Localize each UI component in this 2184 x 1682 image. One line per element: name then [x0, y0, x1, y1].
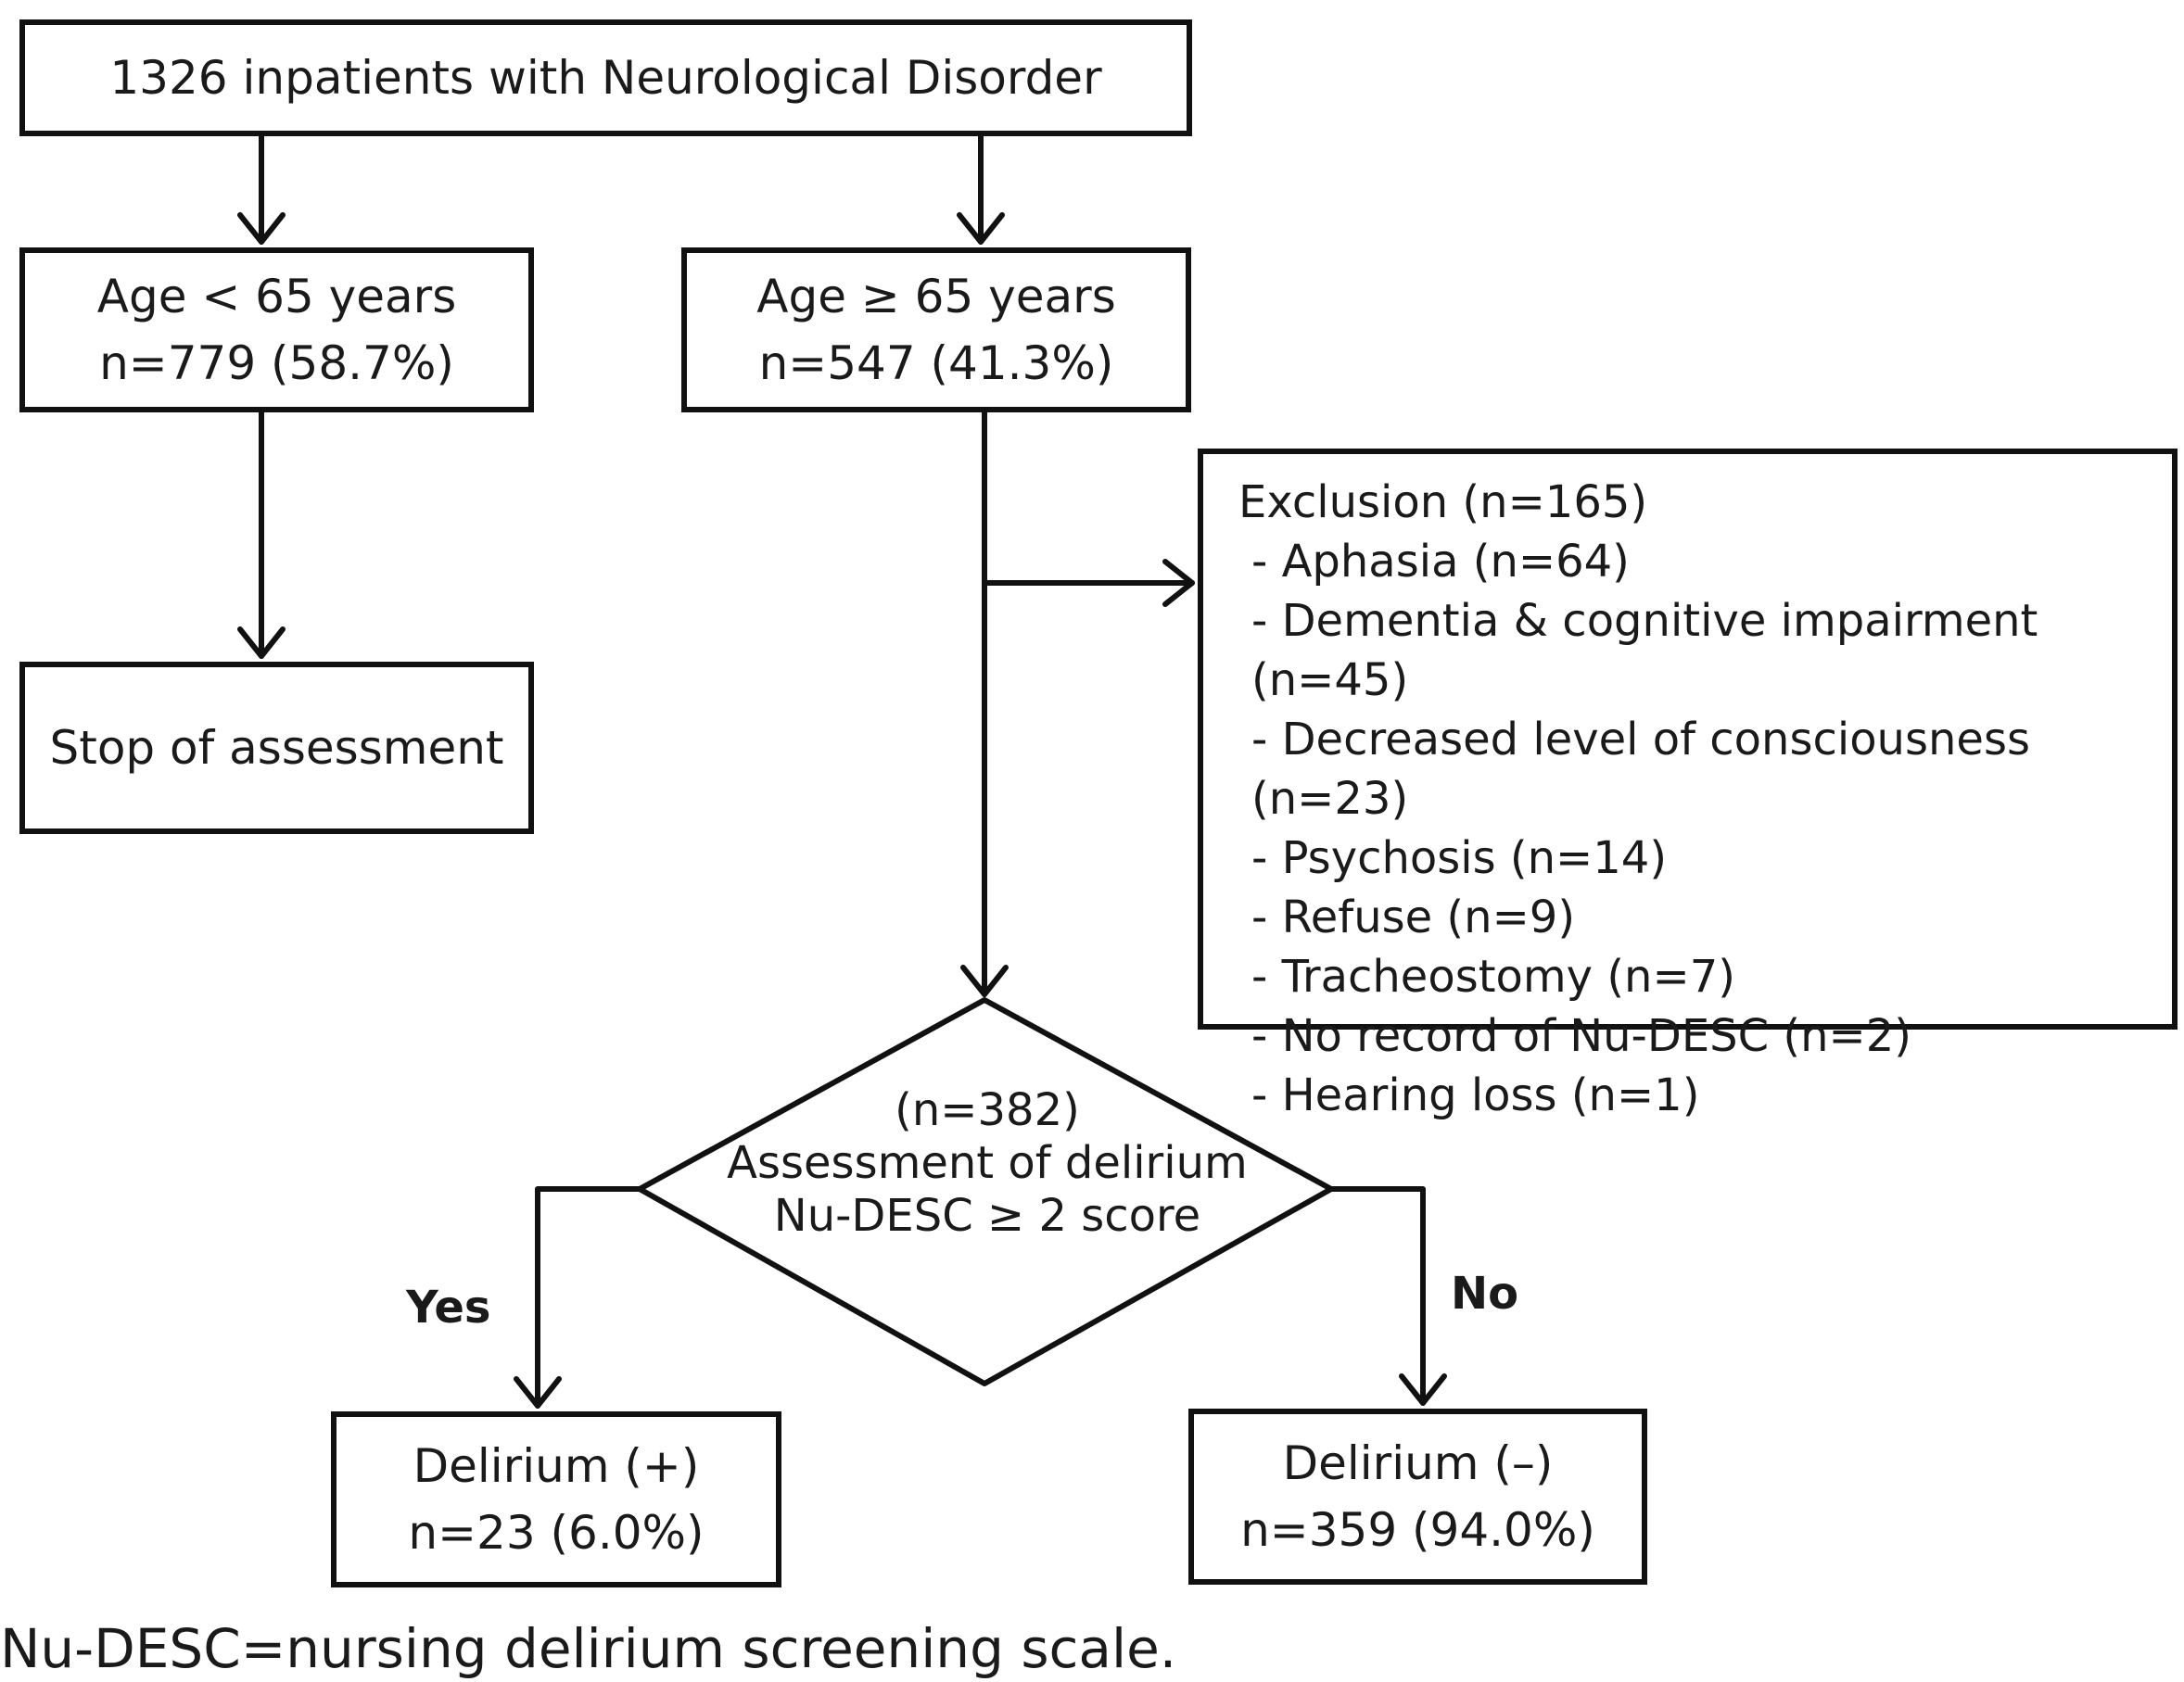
stop-assessment-label: Stop of assessment — [49, 720, 504, 775]
age-65-plus-label: Age ≥ 65 years — [756, 269, 1116, 323]
age-under-65-label: Age < 65 years — [96, 269, 457, 323]
arrowhead-no — [1399, 1373, 1447, 1406]
exclusion-item: - Decreased level of consciousness (n=23… — [1251, 714, 2030, 825]
total-inpatients-box: 1326 inpatients with Neurological Disord… — [19, 19, 1192, 136]
footnote: Nu-DESC=nursing delirium screening scale… — [0, 1617, 1177, 1680]
exclusion-item: - Hearing loss (n=1) — [1251, 1069, 1700, 1121]
arrowhead-total-to-young — [237, 212, 286, 245]
exclusion-item: - No record of Nu-DESC (n=2) — [1251, 1010, 1912, 1062]
yes-branch-label: Yes — [406, 1282, 491, 1334]
delirium-negative-box: Delirium (–) n=359 (94.0%) — [1188, 1409, 1647, 1585]
delirium-positive-box: Delirium (+) n=23 (6.0%) — [331, 1411, 781, 1587]
exclusion-box: Exclusion (n=165) - Aphasia (n=64) - Dem… — [1198, 449, 2178, 1121]
arrow-no-branch — [1328, 1186, 1426, 1406]
decision-count: (n=382) — [895, 1084, 1080, 1136]
arrow-yes-branch — [535, 1186, 642, 1409]
exclusion-item: - Tracheostomy (n=7) — [1251, 951, 1735, 1003]
arrowhead-yes — [514, 1376, 562, 1409]
delirium-negative-label: Delirium (–) — [1282, 1435, 1554, 1490]
delirium-negative-count: n=359 (94.0%) — [1240, 1503, 1595, 1557]
exclusion-item: - Psychosis (n=14) — [1251, 832, 1668, 884]
delirium-positive-label: Delirium (+) — [413, 1438, 700, 1493]
arrowhead-to-exclusion — [1162, 559, 1195, 607]
stop-assessment-box: Stop of assessment — [19, 662, 534, 834]
total-inpatients-label: 1326 inpatients with Neurological Disord… — [109, 50, 1102, 105]
arrowhead-total-to-old — [957, 212, 1005, 245]
no-branch-label: No — [1451, 1268, 1519, 1320]
decision-title: Assessment of delirium — [727, 1137, 1248, 1189]
exclusion-item: - Refuse (n=9) — [1251, 892, 1576, 943]
arrowhead-young-to-stop — [237, 626, 286, 659]
age-under-65-count: n=779 (58.7%) — [99, 336, 454, 390]
age-under-65-box: Age < 65 years n=779 (58.7%) — [19, 247, 534, 412]
exclusion-item: - Dementia & cognitive impairment (n=45) — [1251, 595, 2038, 706]
decision-text: (n=382) Assessment of delirium Nu-DESC ≥… — [723, 1084, 1251, 1243]
exclusion-item: - Aphasia (n=64) — [1251, 536, 1630, 588]
exclusion-title: Exclusion (n=165) — [1238, 476, 1648, 528]
decision-diamond — [637, 997, 1334, 1386]
age-65-plus-count: n=547 (41.3%) — [758, 336, 1114, 390]
delirium-positive-count: n=23 (6.0%) — [408, 1506, 705, 1560]
decision-criterion: Nu-DESC ≥ 2 score — [773, 1190, 1201, 1242]
arrowhead-old-to-decision — [960, 965, 1009, 997]
age-65-plus-box: Age ≥ 65 years n=547 (41.3%) — [681, 247, 1191, 412]
